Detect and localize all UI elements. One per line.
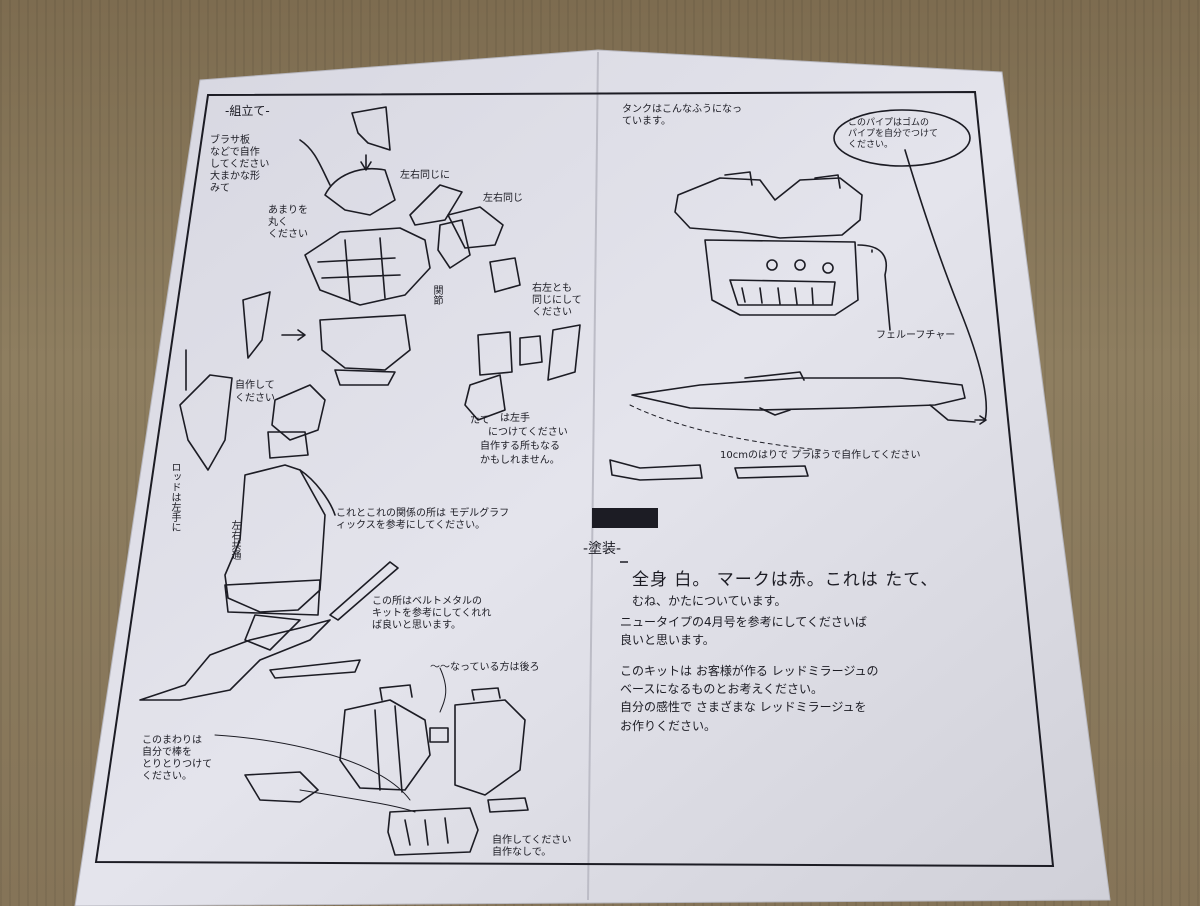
painting-line: 自分の感性で さまざまな レッドミラージュを	[620, 700, 867, 715]
note-right-left-same: 右左とも 同じにして ください	[532, 283, 582, 318]
note-left-rod: ロッドは左手に	[169, 462, 180, 532]
backpack-drawing	[339, 699, 431, 791]
note-self-make-left-2: ください	[235, 393, 275, 404]
note-fuel: フェルーフチャー	[876, 330, 956, 341]
note-rod: 左右共通	[229, 520, 240, 560]
painting-line: 良いと思います。	[620, 633, 715, 648]
note-bubble	[833, 109, 971, 167]
painting-line: このキットは お客様が作る レッドミラージュの	[620, 663, 879, 678]
note-self-make-left: 自作して	[235, 380, 275, 391]
tank-sketches	[592, 109, 988, 528]
rifle-drawing	[631, 377, 966, 411]
painting-line: お作りください。	[620, 718, 717, 733]
note-reference: これとこれの関係の所は モデルグラフィックスを参考にしてください。	[336, 508, 510, 531]
head-drawing	[324, 168, 396, 216]
head-crest-drawing	[351, 106, 391, 151]
assembly-sketches	[139, 106, 581, 856]
note-wave: 〜〜なっている方は後ろ	[430, 662, 540, 673]
note-left-right-1: 左右同じに	[400, 170, 450, 181]
redaction-block	[592, 508, 658, 528]
note-tank-top: タンクはこんなふうになっ ています。	[622, 104, 742, 127]
note-round: あまりを 丸く ください	[268, 205, 308, 240]
painting-line: ニュータイプの4月号を参考にしてくださいば	[620, 614, 867, 629]
note-bubble-text: このパイプはゴムの パイプを自分でつけて ください。	[848, 118, 939, 150]
painting-instructions: 全身 白。 マークは赤。これは たて、 むね、かたについています。 ニュータイプ…	[620, 570, 937, 733]
note-length: 10cmのはりで プラぼうで自作してください	[720, 450, 921, 461]
painting-title: -塗装-	[583, 541, 622, 557]
note-bottom-left: このまわりは 自分で棒を とりとりつけて ください。	[142, 735, 213, 782]
assembly-title: -組立て-	[225, 104, 270, 118]
painting-line: むね、かたについています。	[632, 594, 787, 609]
border-frame	[94, 90, 1055, 868]
tank-drawing	[674, 177, 863, 239]
note-misc-small: 関節	[431, 285, 442, 305]
note-metal: この所はベルトメタルの キットを参考にしてくれれ ば良いと思います。	[372, 596, 492, 631]
painting-line: 全身 白。 マークは赤。これは たて、	[632, 570, 939, 590]
painting-line: ベースになるものとお考えください。	[620, 681, 824, 696]
note-bottom-right: 自作してください 自作なしで。	[492, 835, 572, 858]
note-parts-head: ブラサ板 などで自作 してください 大まかな形 みて	[210, 135, 270, 194]
note-left-right-2: 左右同じ	[483, 193, 523, 204]
note-shield: たて は左手 につけてください 自作する所もなる かもしれません。	[470, 413, 568, 466]
leg-drawing	[271, 384, 326, 441]
torso-drawing	[304, 227, 431, 306]
fold-line	[587, 51, 599, 901]
